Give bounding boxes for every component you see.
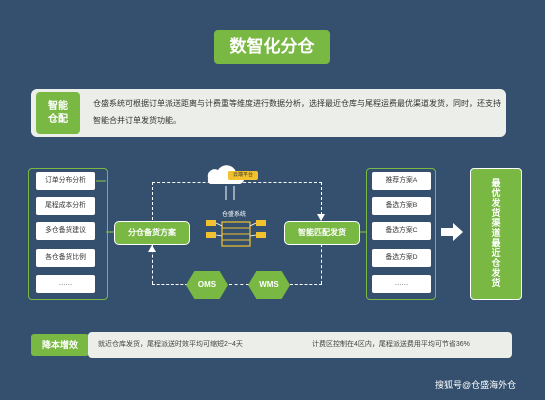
loop-right-bottom-line: [321, 244, 322, 284]
watermark: 搜狐号@仓盛海外仓: [435, 380, 517, 390]
benefit-box-time: 就近仓库发货，尾程派送时效平均可缩短2~4天: [88, 332, 308, 358]
arrow-right-icon: [441, 223, 463, 241]
left-list-bracket: [28, 168, 108, 300]
cloud-platform-badge: 云端平台: [228, 171, 258, 180]
left-item-more: ……: [36, 275, 95, 293]
right-item-plan-c: 备选方案C: [372, 222, 431, 240]
arrow-down-icon: [317, 214, 325, 221]
loop-left-bottom-line: [152, 244, 153, 284]
wms-hexagon: WMS: [248, 271, 290, 299]
right-item-plan-a: 推荐方案A: [372, 172, 431, 190]
intro-text: 仓盛系统可根据订单派送距离与计费重等维度进行数据分析，选择最近仓库与尾程运费最优…: [93, 99, 501, 125]
left-item-stock-ratio: 各仓备货比例: [36, 249, 95, 267]
right-item-more: ……: [372, 275, 431, 293]
loop-left-top-line: [152, 182, 153, 220]
left-item-stock-suggestion: 多仓备货建议: [36, 222, 95, 240]
stock-plan-pill: 分仓备货方案: [114, 221, 190, 245]
result-panel: [470, 168, 522, 300]
arrow-up-icon: [148, 245, 156, 252]
loop-right-top-line: [321, 182, 322, 220]
smart-delivery-pill: 智能匹配发货: [284, 221, 360, 245]
oms-hexagon: OMS: [186, 271, 228, 299]
page-title: 数智化分仓: [214, 30, 330, 64]
loop-bottom-right-line: [290, 284, 322, 285]
benefit-box-cost: 计费区控制在4区内，尾程派送费用平均可节省36%: [302, 332, 512, 358]
loop-bottom-left-line: [152, 284, 188, 285]
intro-label: 智能 仓配: [36, 92, 80, 134]
result-text: 最优发货渠道最近仓发货: [490, 178, 501, 288]
right-list-bracket: [366, 168, 436, 300]
intro-panel: [31, 89, 506, 137]
system-label: 仓盛系统: [221, 212, 246, 218]
right-item-plan-d: 备选方案D: [372, 249, 431, 267]
left-item-cost-analysis: 尾程成本分析: [36, 197, 95, 215]
left-item-order-distribution: 订单分布分析: [36, 172, 95, 190]
loop-bottom-mid-line: [229, 284, 249, 285]
efficiency-label: 降本增效: [31, 334, 89, 356]
right-item-plan-b: 备选方案B: [372, 197, 431, 215]
